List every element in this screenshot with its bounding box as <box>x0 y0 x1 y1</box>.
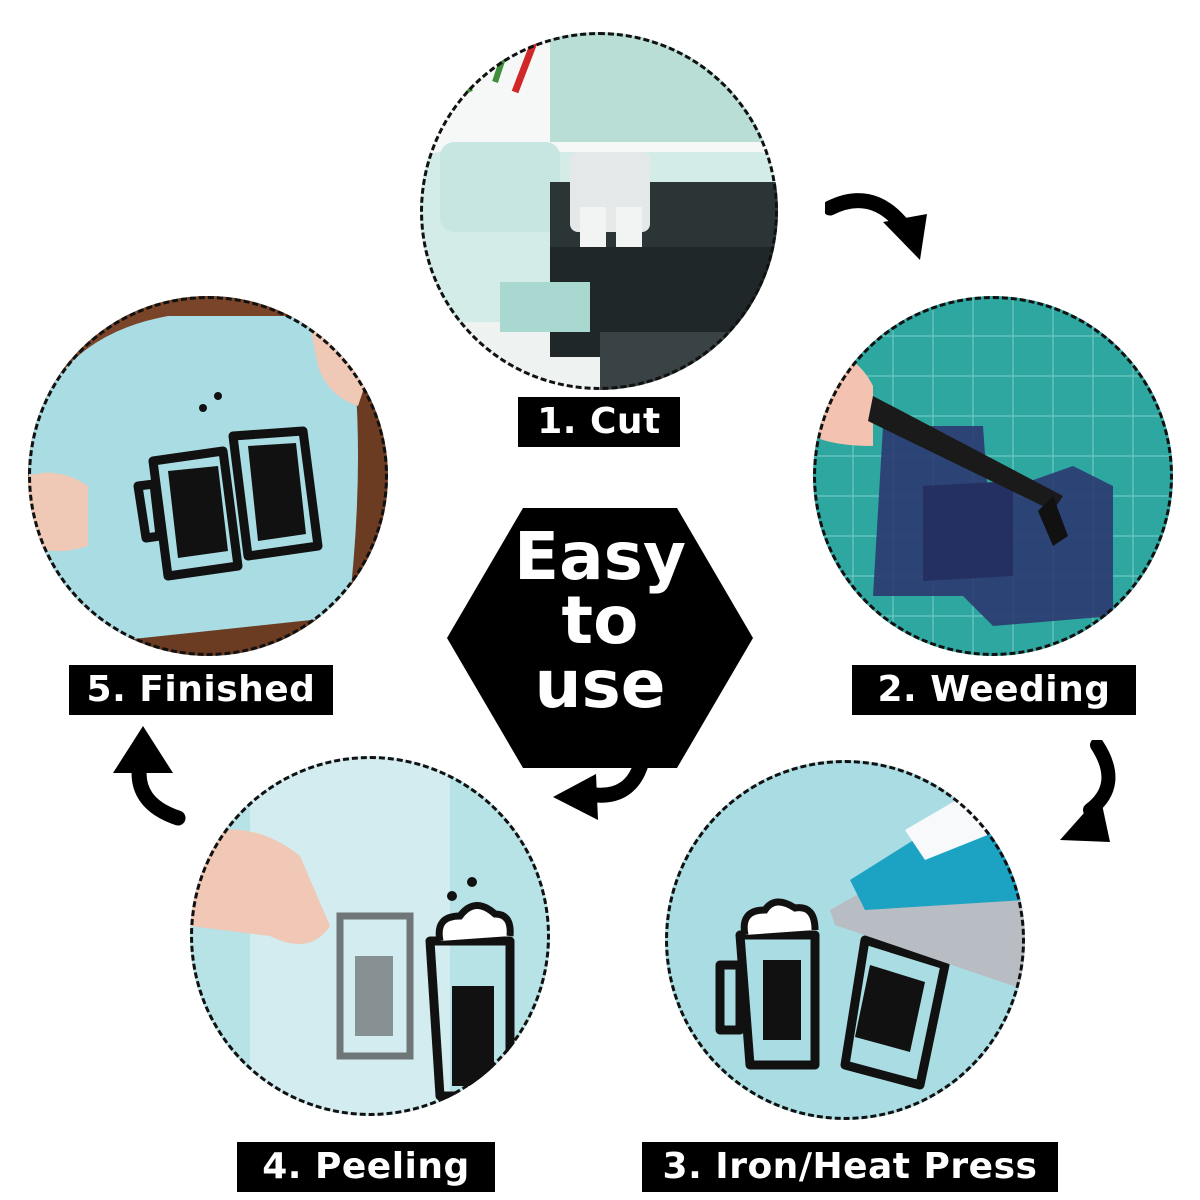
step-4-photo <box>190 756 550 1116</box>
step-3-label: 3. Iron/Heat Press <box>642 1142 1058 1192</box>
center-hexagon <box>447 508 753 768</box>
curved-arrow-icon-2-to-3 <box>1060 740 1116 842</box>
step-5-label: 5. Finished <box>69 665 333 715</box>
center-title-line-3: use <box>534 646 666 723</box>
step-1-photo <box>420 32 778 390</box>
curved-arrow-icon-4-to-5 <box>113 726 186 826</box>
step-2-label: 2. Weeding <box>852 665 1136 715</box>
step-1-label: 1. Cut <box>518 397 680 447</box>
center-title-line-2: to <box>561 582 639 659</box>
step-3-photo <box>665 760 1025 1120</box>
center-title-line-1: Easy <box>514 518 686 595</box>
center-title: Easy to use <box>447 518 753 723</box>
step-5-photo <box>28 296 388 656</box>
curved-arrow-icon-3-to-4 <box>553 752 651 820</box>
step-4-label: 4. Peeling <box>237 1142 495 1192</box>
step-2-photo <box>813 296 1173 656</box>
curved-arrow-icon-1-to-2 <box>825 193 927 260</box>
